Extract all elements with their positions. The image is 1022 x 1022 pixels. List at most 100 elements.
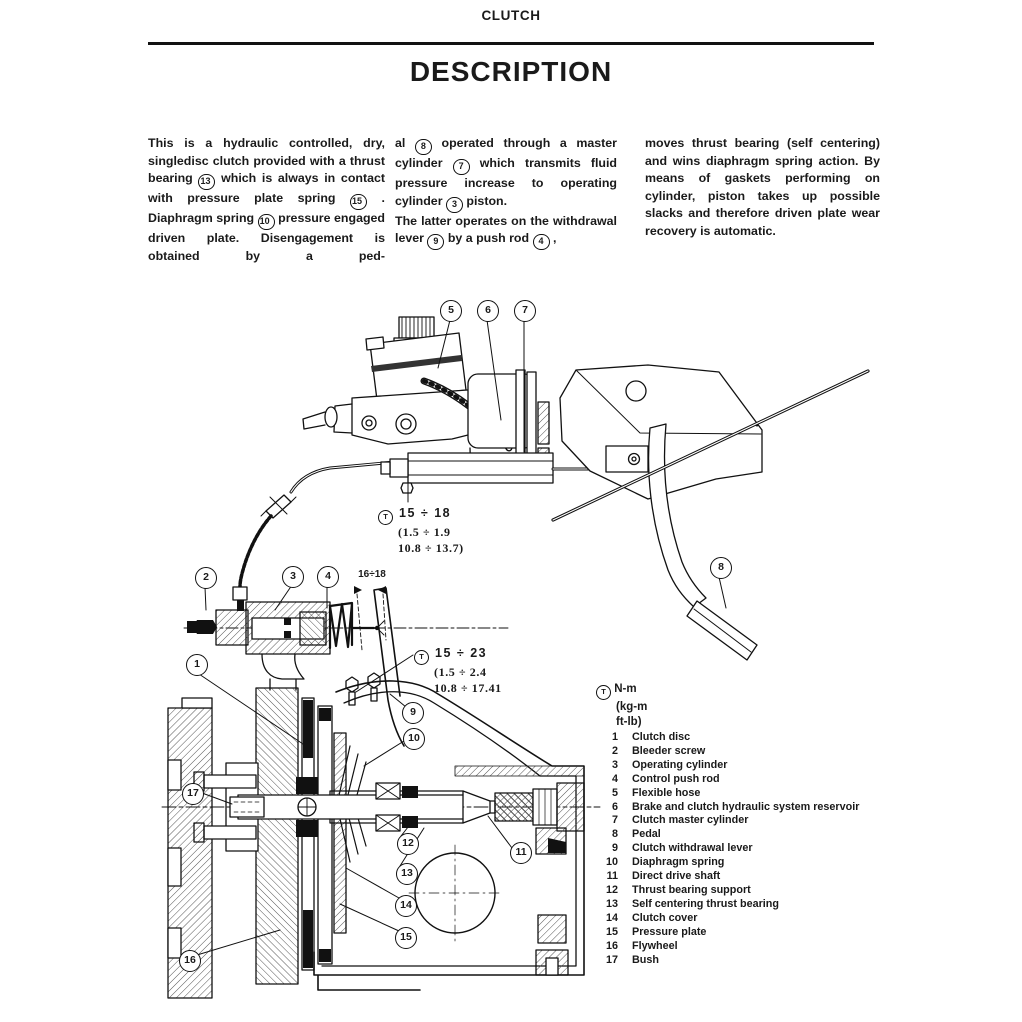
callout-7: 7: [514, 300, 536, 322]
callout-leader-lines: [195, 319, 727, 956]
inline-callout-ref: 4: [532, 234, 550, 251]
torque-kgm: (1.5 ÷ 1.9: [398, 525, 451, 539]
parts-list-row: 7 Clutch master cylinder: [601, 814, 859, 828]
part-name: Direct drive shaft: [632, 870, 721, 883]
parts-list-row: 2 Bleeder screw: [601, 745, 859, 759]
parts-list-row: 13 Self centering thrust bearing: [601, 898, 859, 912]
torque-ftlb: 10.8 ÷ 13.7): [398, 540, 464, 555]
part-number: 6: [611, 800, 618, 813]
callout-13: 13: [396, 863, 418, 885]
parts-list-row: 5 Flexible hose: [601, 787, 859, 801]
callout-5: 5: [440, 300, 462, 322]
callout-4: 4: [317, 566, 339, 588]
part-name: Clutch master cylinder: [632, 814, 749, 827]
legend-unit-kgm: (kg-m: [616, 701, 648, 713]
intro-col2-p2: The latter operates on the withdrawal le…: [395, 213, 617, 251]
part-number: 9: [611, 842, 618, 855]
parts-list: 1 Clutch disc 2 Bleeder screw 3 Operating cyl…: [601, 731, 859, 967]
legend-unit-nm: N-m: [614, 683, 637, 695]
callout-14: 14: [395, 895, 417, 917]
part-number: 13: [605, 897, 618, 910]
parts-list-row: 3 Operating cylinder: [601, 759, 859, 773]
callout-10: 10: [403, 728, 425, 750]
horizontal-rule: [148, 42, 874, 45]
part-number: 15: [605, 925, 618, 938]
parts-list-row: 9 Clutch withdrawal lever: [601, 842, 859, 856]
part-number: 7: [611, 814, 618, 827]
legend-units: T N-m (kg-m ft-lb): [596, 682, 647, 729]
callout-2: 2: [195, 567, 217, 589]
part-name: Pressure plate: [632, 925, 707, 938]
parts-list-row: 16 Flywheel: [601, 940, 859, 954]
inline-callout-ref: 9: [427, 234, 445, 251]
part-number: 11: [606, 870, 618, 883]
parts-list-row: 10 Diaphragm spring: [601, 856, 859, 870]
part-number: 3: [611, 758, 618, 771]
parts-list-row: 14 Clutch cover: [601, 912, 859, 926]
legend-unit-ftlb: ft-lb): [616, 715, 642, 728]
parts-list-row: 17 Bush: [601, 954, 859, 968]
part-name: Flexible hose: [632, 786, 701, 799]
callout-15: 15: [395, 927, 417, 949]
parts-list-row: 12 Thrust bearing support: [601, 884, 859, 898]
part-number: 16: [605, 939, 618, 952]
part-name: Flywheel: [632, 939, 678, 952]
torque-kgm: (1.5 ÷ 2.4: [434, 665, 487, 679]
pedal-assembly: [551, 364, 870, 661]
intro-col2-p1: al 8 operated through a master cylinder …: [395, 135, 617, 213]
torque-ftlb: 10.8 ÷ 17.41: [434, 680, 502, 695]
dimension-arrows: [354, 586, 387, 651]
intro-col1: This is a hydraulic controlled, dry, sin…: [148, 136, 385, 263]
torque-symbol-icon: T: [378, 510, 393, 525]
part-name: Operating cylinder: [632, 758, 728, 771]
part-number: 1: [611, 731, 618, 743]
parts-list-row: 1 Clutch disc: [601, 731, 859, 745]
housing-cross-section: [161, 672, 601, 999]
part-name: Clutch withdrawal lever: [632, 842, 753, 855]
torque-value: 15 ÷ 23: [435, 646, 488, 660]
torque-symbol-icon: T: [596, 685, 611, 700]
intro-col3: moves thrust bearing (self centering) an…: [645, 136, 880, 238]
page-header: CLUTCH: [481, 8, 541, 23]
part-number: 4: [611, 772, 618, 785]
torque-note-1: T 15 ÷ 18 (1.5 ÷ 1.9 10.8 ÷ 13.7): [378, 504, 464, 556]
part-name: Self centering thrust bearing: [632, 897, 779, 910]
part-name: Bush: [632, 953, 659, 966]
parts-list-row: 11 Direct drive shaft: [601, 870, 859, 884]
part-name: Diaphragm spring: [632, 856, 725, 869]
callout-8: 8: [710, 557, 732, 579]
part-name: Control push rod: [632, 772, 720, 785]
callout-9: 9: [402, 702, 424, 724]
callout-12: 12: [397, 833, 419, 855]
torque-value: 15 ÷ 18: [399, 506, 452, 520]
part-number: 12: [605, 883, 618, 896]
dimension-label: 16÷18: [358, 569, 386, 580]
callout-3: 3: [282, 566, 304, 588]
part-number: 14: [605, 911, 618, 924]
part-name: Clutch cover: [632, 911, 698, 924]
torque-symbol-icon: T: [414, 650, 429, 665]
parts-list-row: 4 Control push rod: [601, 773, 859, 787]
callout-16: 16: [179, 950, 201, 972]
part-name: Bleeder screw: [632, 744, 706, 757]
callout-17: 17: [182, 783, 204, 805]
torque-note-2: T 15 ÷ 23 (1.5 ÷ 2.4 10.8 ÷ 17.41: [414, 644, 502, 696]
intro-text: This is a hydraulic controlled, dry, sin…: [148, 135, 884, 265]
callout-11: 11: [510, 842, 532, 864]
part-number: 2: [611, 744, 618, 757]
callout-1: 1: [186, 654, 208, 676]
part-number: 10: [605, 856, 618, 869]
page-title: DESCRIPTION: [409, 56, 613, 87]
part-number: 17: [605, 953, 618, 966]
part-name: Pedal: [632, 828, 661, 841]
inline-callout-ref: 7: [452, 159, 470, 175]
callout-6: 6: [477, 300, 499, 322]
part-name: Clutch disc: [632, 731, 691, 743]
part-number: 8: [611, 828, 618, 841]
part-name: Thrust bearing support: [632, 883, 751, 896]
inline-callout-ref: 3: [445, 196, 463, 213]
part-number: 5: [611, 786, 618, 799]
